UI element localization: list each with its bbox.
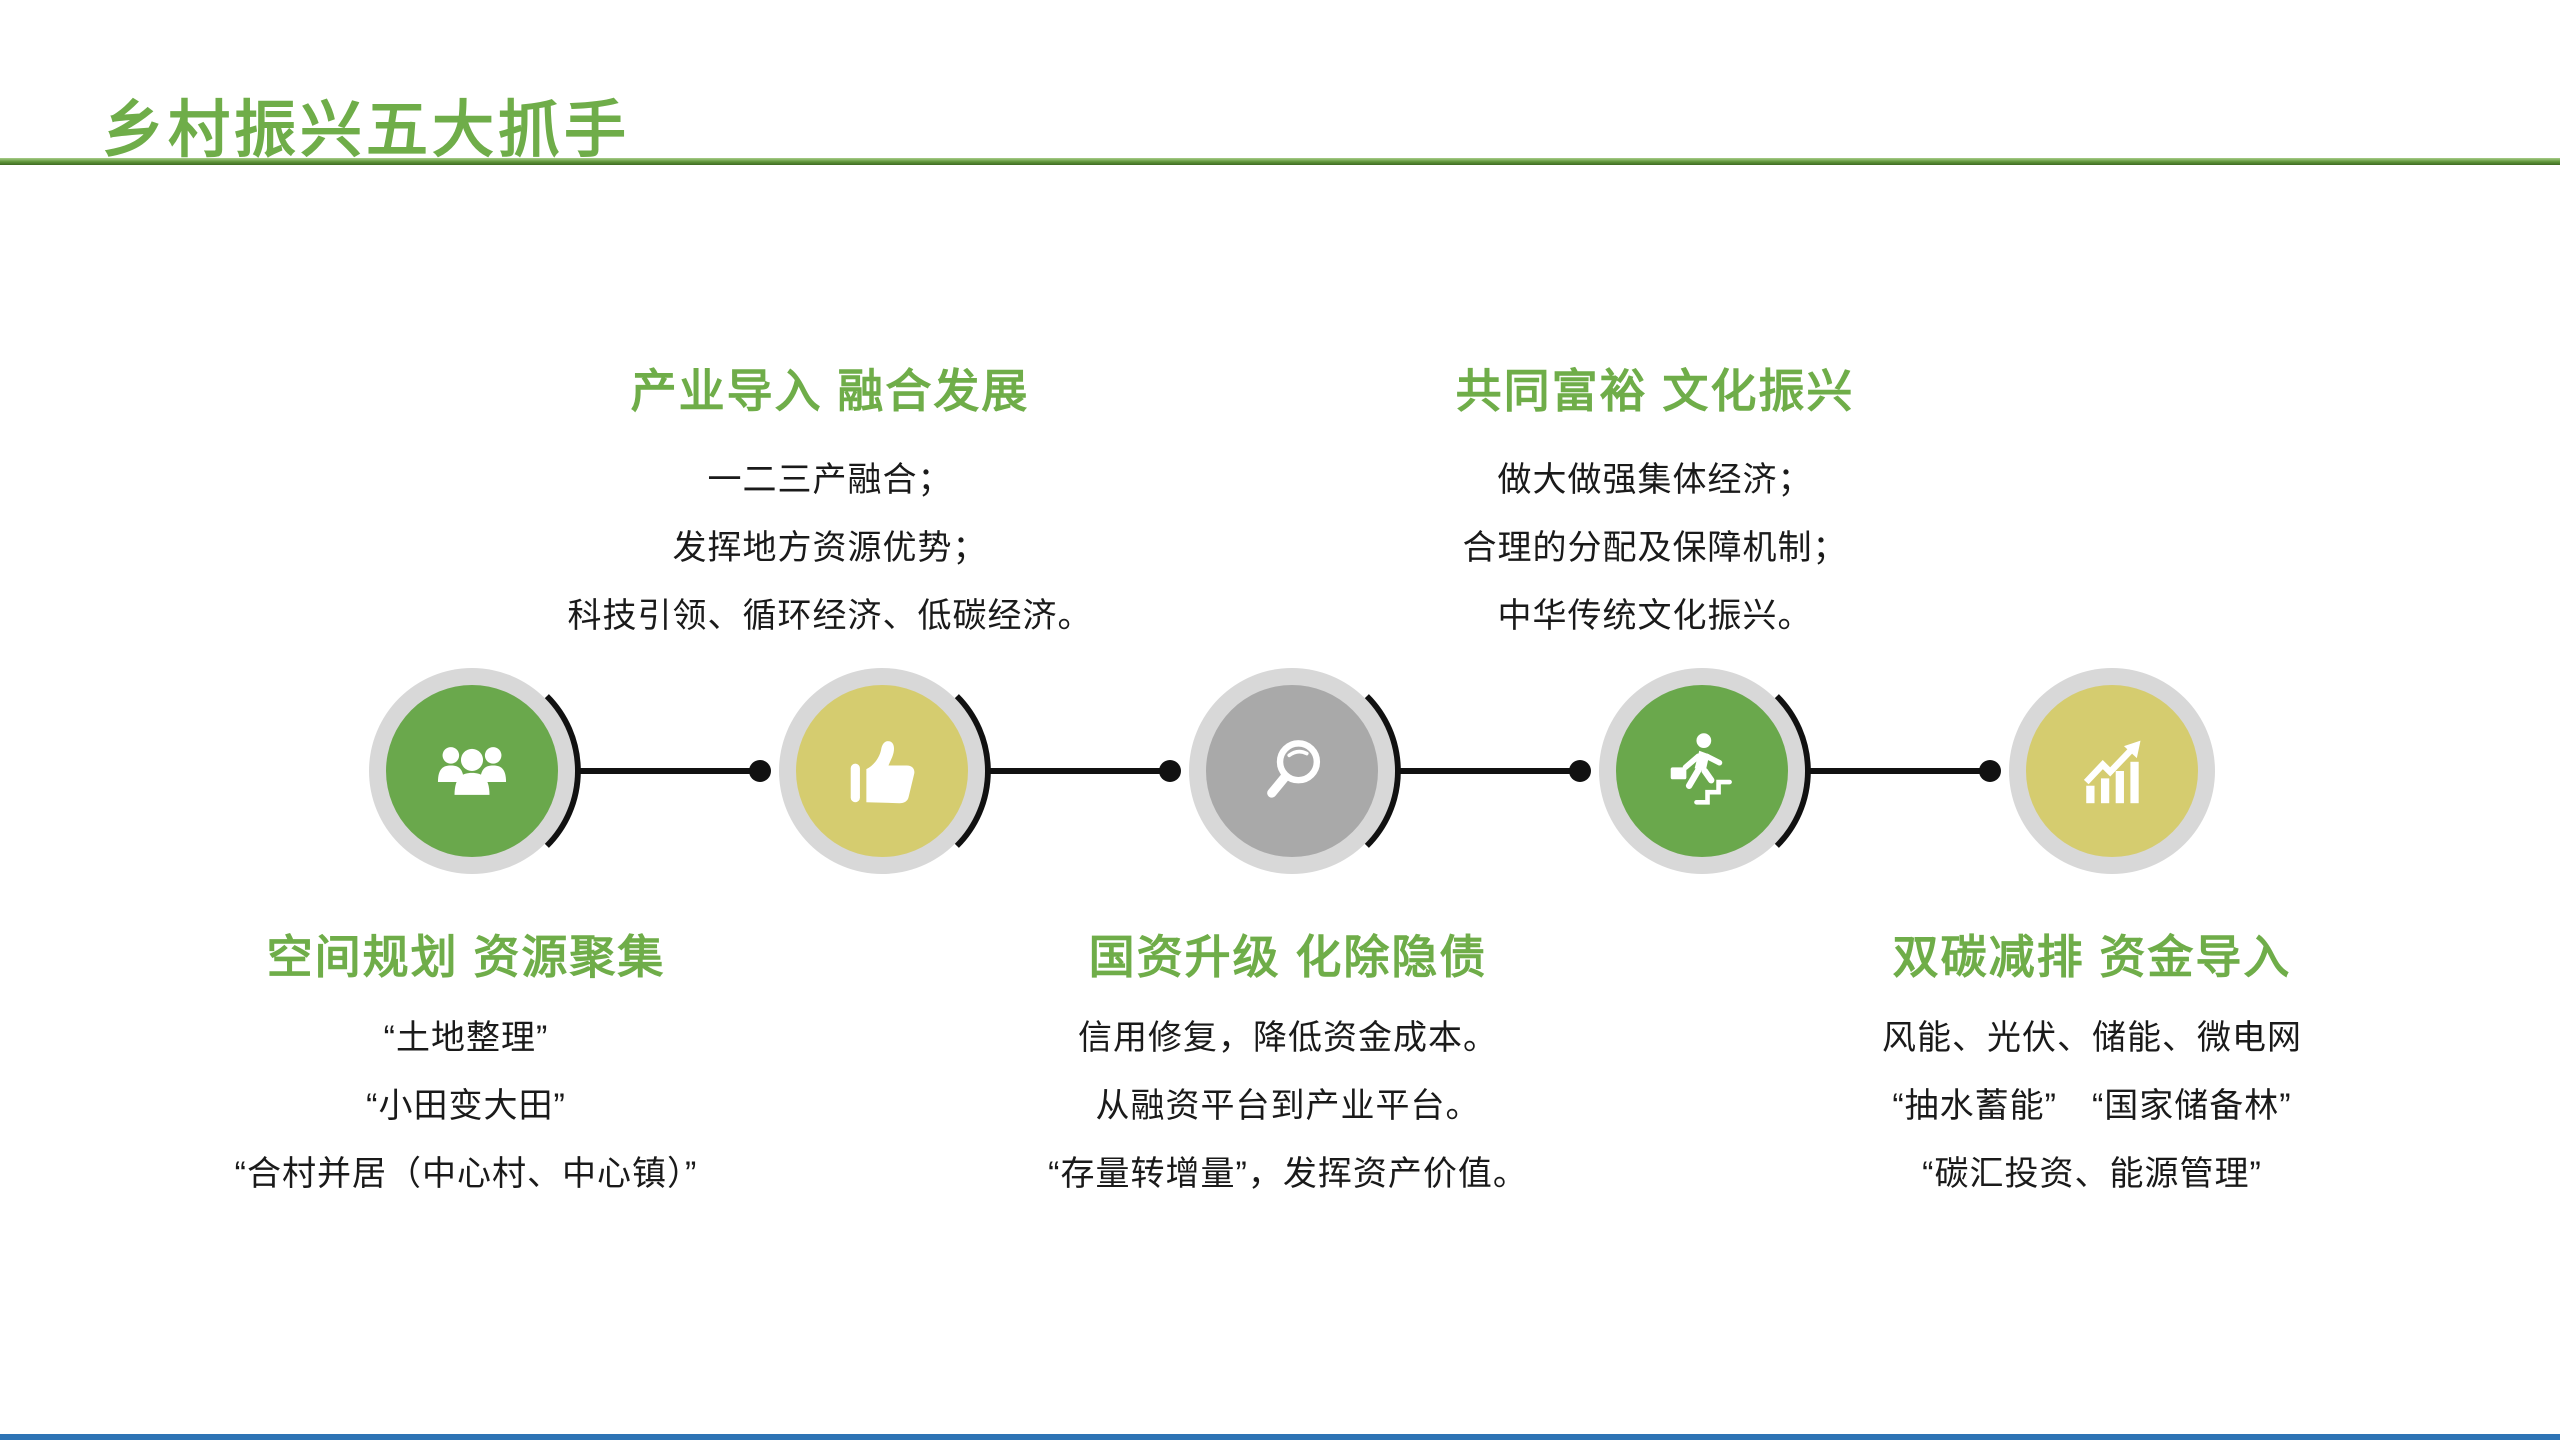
thumbs-up-icon: [850, 741, 915, 804]
step-text-4: 共同富裕 文化振兴 做大做强集体经济； 合理的分配及保障机制； 中华传统文化振兴…: [1245, 362, 2065, 650]
growth-chart-icon: [2083, 740, 2141, 804]
people-group-icon: [437, 747, 507, 795]
step-line: 风能、光伏、储能、微电网: [1882, 1019, 2302, 1057]
step-line: “存量转增量”，发挥资产价值。: [1048, 1155, 1528, 1193]
step-circle-1: [386, 685, 558, 857]
step-line: 做大做强集体经济；: [1497, 461, 1813, 499]
step-text-5: 双碳减排 资金导入 风能、光伏、储能、微电网 “抽水蓄能” “国家储备林” “碳…: [1682, 928, 2502, 1208]
step-circle-2: [796, 685, 968, 857]
step-text-3: 国资升级 化除隐债 信用修复，降低资金成本。 从融资平台到产业平台。 “存量转增…: [878, 928, 1698, 1208]
step-line: “合村并居（中心村、中心镇）”: [234, 1155, 698, 1193]
step-node-1: [369, 668, 575, 874]
step-line: 一二三产融合；: [707, 461, 953, 499]
step-line: “抽水蓄能” “国家储备林”: [1892, 1087, 2292, 1125]
footer-accent-line: [0, 1434, 2560, 1440]
step-line: 合理的分配及保障机制；: [1462, 529, 1848, 567]
step-heading: 产业导入 融合发展: [630, 365, 1030, 417]
step-heading: 国资升级 化除隐债: [1088, 931, 1488, 983]
step-line: 中华传统文化振兴。: [1497, 597, 1813, 635]
step-heading: 双碳减排 资金导入: [1892, 931, 2292, 983]
step-line: “土地整理”: [383, 1019, 549, 1057]
title-divider: [0, 158, 2560, 165]
step-text-1: 空间规划 资源聚集 “土地整理” “小田变大田” “合村并居（中心村、中心镇）”: [56, 928, 876, 1208]
connector-dot-3: [1569, 760, 1591, 782]
step-circle-4: [1616, 685, 1788, 857]
step-node-4: [1599, 668, 1805, 874]
step-circle-3: [1206, 685, 1378, 857]
step-node-3: [1189, 668, 1395, 874]
step-line: “小田变大田”: [366, 1087, 566, 1125]
step-node-2: [779, 668, 985, 874]
step-heading: 共同富裕 文化振兴: [1455, 365, 1855, 417]
step-heading: 空间规划 资源聚集: [266, 931, 666, 983]
step-node-5: [2009, 668, 2215, 874]
step-line: 从融资平台到产业平台。: [1095, 1087, 1481, 1125]
step-line: “碳汇投资、能源管理”: [1922, 1155, 2262, 1193]
connector-dot-1: [749, 760, 771, 782]
step-line: 发挥地方资源优势；: [672, 529, 988, 567]
step-line: 信用修复，降低资金成本。: [1078, 1019, 1498, 1057]
step-text-2: 产业导入 融合发展 一二三产融合； 发挥地方资源优势； 科技引领、循环经济、低碳…: [420, 362, 1240, 650]
step-line: 科技引领、循环经济、低碳经济。: [567, 597, 1093, 635]
connector-dot-4: [1979, 760, 2001, 782]
step-circle-5: [2026, 685, 2198, 857]
stairs-climb-icon: [1670, 733, 1732, 805]
connector-dot-2: [1159, 760, 1181, 782]
magnifier-icon: [1267, 740, 1321, 798]
page-title: 乡村振兴五大抓手: [102, 95, 631, 165]
